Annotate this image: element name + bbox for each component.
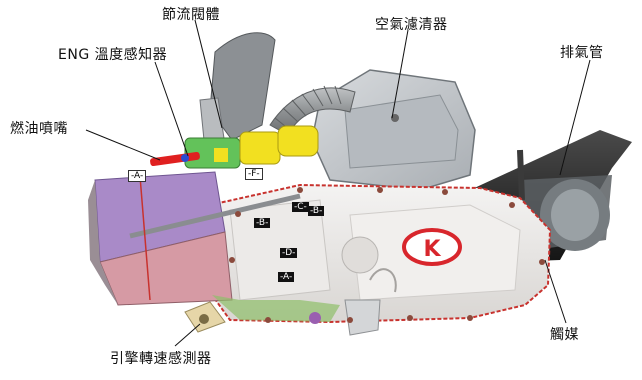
label-exhaust-pipe: 排氣管 <box>560 45 604 61</box>
lower-frame-shape <box>184 295 381 336</box>
label-catalytic-converter: 觸媒 <box>550 327 579 343</box>
marker-d: -D- <box>280 248 298 258</box>
intake-hose-shape <box>269 85 356 136</box>
cylinder-block-shape <box>88 171 301 306</box>
label-throttle-body: 節流閥體 <box>162 7 220 23</box>
brand-logo: K <box>402 228 462 266</box>
throttle-bracket-shape <box>199 32 276 151</box>
label-engine-speed-sensor: 引擎轉速感測器 <box>110 351 212 367</box>
label-eng-temp-sensor: ENG 溫度感知器 <box>58 47 168 63</box>
marker-a-lower: -A- <box>278 272 295 282</box>
marker-c: -C- <box>292 202 309 212</box>
air-filter-box-shape <box>311 69 476 191</box>
engine-case-shape <box>208 183 552 324</box>
case-bolts <box>229 187 545 323</box>
marker-f: -F- <box>245 168 263 180</box>
marker-b-left: -B- <box>254 218 271 228</box>
marker-b-right: -B- <box>308 206 325 216</box>
logo-letter: K <box>423 237 441 262</box>
callout-leaders <box>85 19 591 347</box>
label-air-filter: 空氣濾清器 <box>375 17 448 33</box>
label-fuel-injector: 燃油噴嘴 <box>10 121 68 137</box>
marker-a-left: -A- <box>128 170 147 182</box>
throttle-body-shape <box>184 125 319 169</box>
